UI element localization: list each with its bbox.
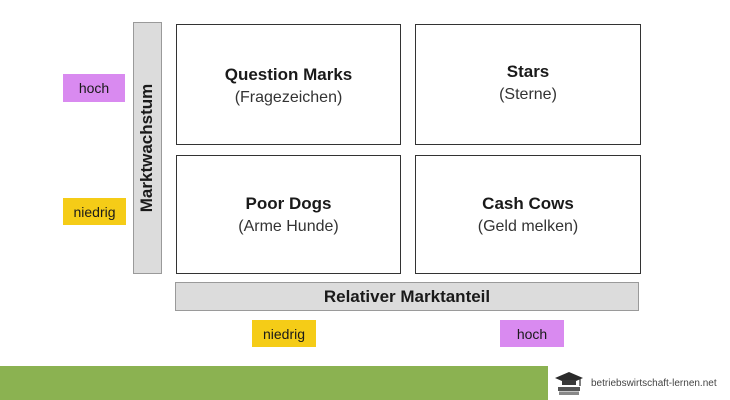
graduation-cap-books-icon bbox=[555, 372, 583, 395]
x-axis-low-badge: niedrig bbox=[252, 320, 316, 347]
x-axis-label: Relativer Marktanteil bbox=[323, 286, 491, 306]
quadrant-subtitle: (Arme Hunde) bbox=[238, 218, 339, 235]
y-axis-low-badge: niedrig bbox=[63, 198, 126, 225]
footer-green-band bbox=[0, 366, 548, 400]
brand-site-text: betriebswirtschaft-lernen.net bbox=[591, 377, 717, 389]
y-axis-high-badge: hoch bbox=[63, 74, 125, 102]
quadrant-poor-dogs: Poor Dogs (Arme Hunde) bbox=[176, 155, 401, 274]
quadrant-title: Question Marks bbox=[224, 65, 353, 84]
quadrant-title: Stars bbox=[506, 62, 550, 81]
quadrant-title: Poor Dogs bbox=[245, 194, 332, 213]
quadrant-subtitle: (Geld melken) bbox=[477, 218, 579, 235]
brand-link[interactable]: betriebswirtschaft-lernen.net bbox=[548, 366, 730, 400]
quadrant-stars: Stars (Sterne) bbox=[415, 24, 641, 145]
quadrant-cash-cows: Cash Cows (Geld melken) bbox=[415, 155, 641, 274]
quadrant-subtitle: (Sterne) bbox=[499, 86, 557, 103]
x-axis-high-badge: hoch bbox=[500, 320, 564, 347]
y-axis-label: Marktwachstum bbox=[137, 83, 157, 213]
y-axis-bar: Marktwachstum bbox=[133, 22, 162, 274]
x-axis-bar: Relativer Marktanteil bbox=[175, 282, 639, 311]
quadrant-question-marks: Question Marks (Fragezeichen) bbox=[176, 24, 401, 145]
quadrant-subtitle: (Fragezeichen) bbox=[234, 89, 343, 106]
quadrant-title: Cash Cows bbox=[482, 194, 574, 213]
